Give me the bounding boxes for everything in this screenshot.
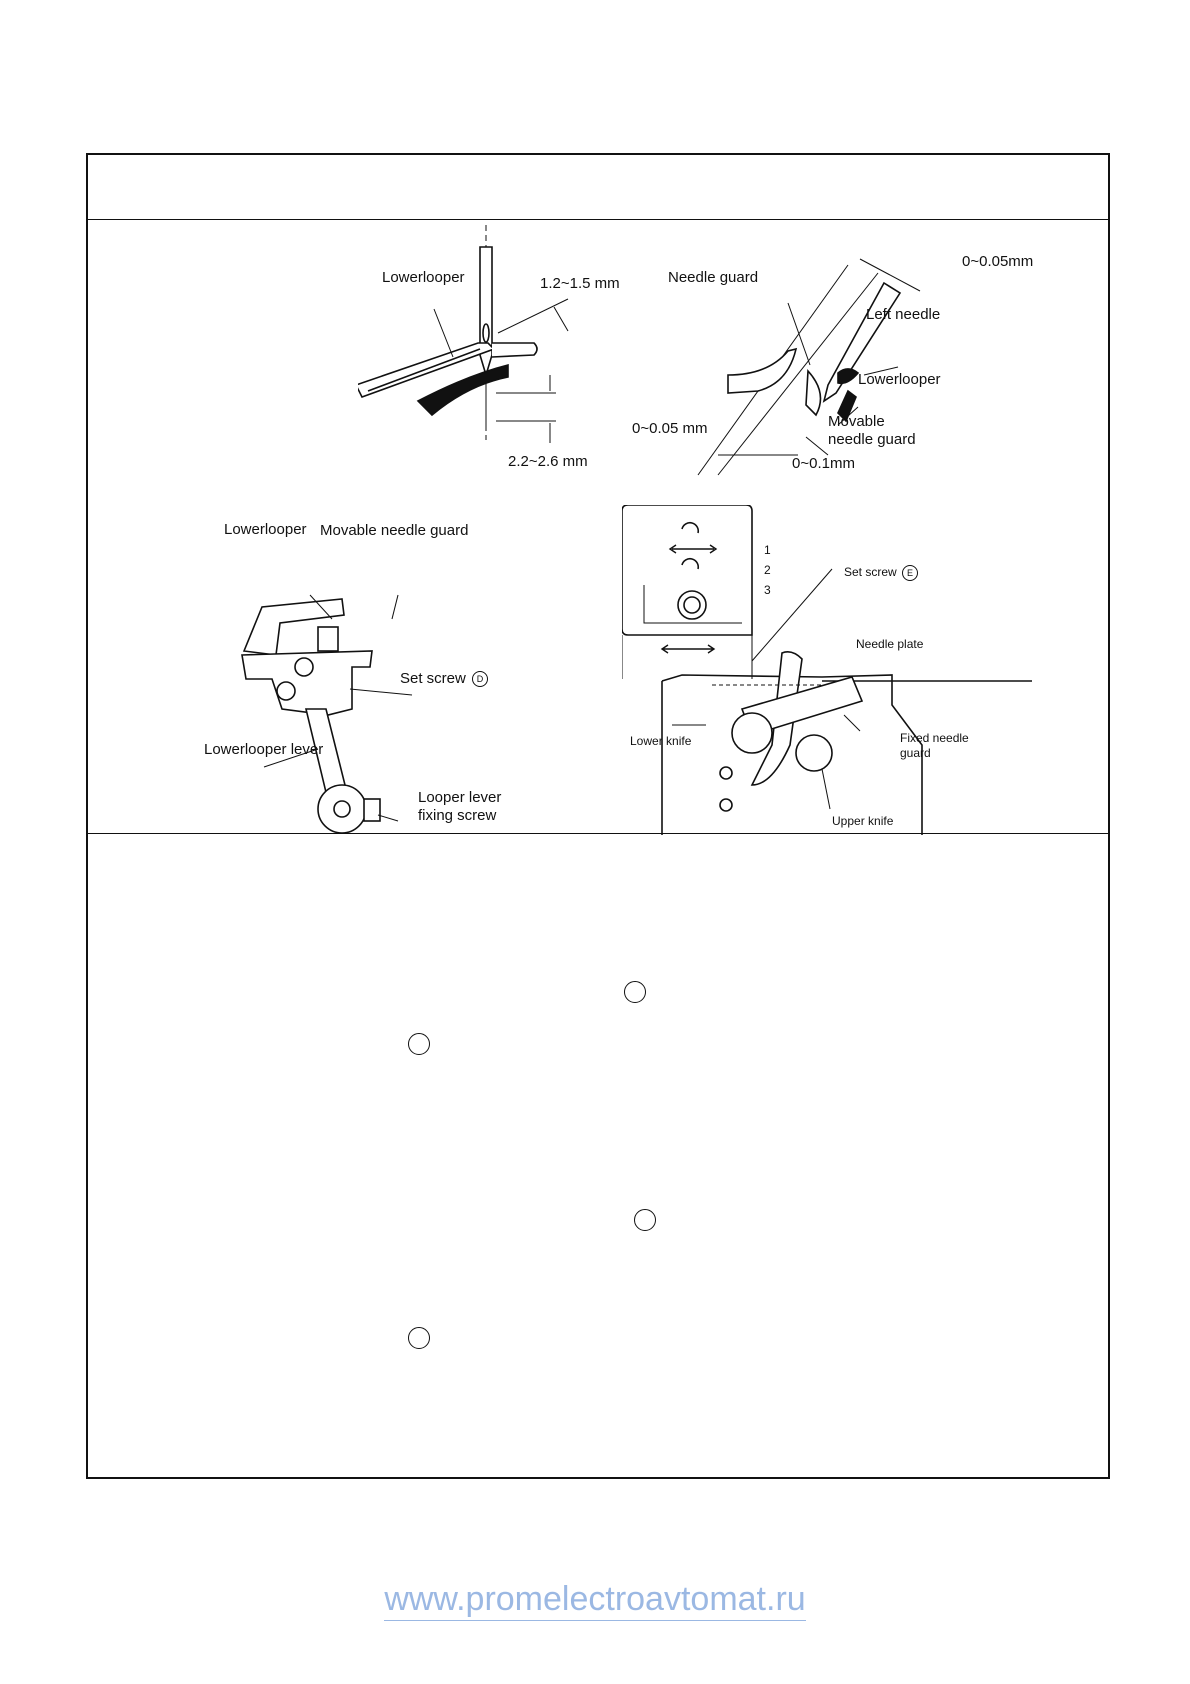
- label-needle-guard: Needle guard: [668, 269, 759, 286]
- figure-looper-lever-drawing: [241, 594, 413, 834]
- label-set-screw-d: Set screw D: [400, 670, 489, 688]
- label-movable-needle-guard-bl: Movable needle guard: [320, 522, 469, 539]
- figure-knife-adjustment-drawing: [622, 505, 1032, 835]
- label-dim-bottom-tl: 2.2~2.6 mm: [508, 453, 588, 470]
- reference-circle-marker: [634, 1209, 656, 1231]
- label-lower-looper-tr: Lowerlooper: [858, 371, 941, 388]
- label-dim-top-tl: 1.2~1.5 mm: [540, 275, 620, 292]
- label-dim-top-tr: 0~0.05mm: [962, 253, 1034, 270]
- figure-looper-needle: [358, 225, 698, 485]
- label-lower-knife: Lower knife: [630, 734, 692, 748]
- label-step-3: 3: [764, 583, 771, 597]
- reference-circle-marker: [408, 1327, 430, 1349]
- label-looper-lever-fixing-screw-1: Looper lever: [418, 789, 502, 806]
- label-set-screw-d-text: Set screw: [400, 670, 466, 687]
- figure-looper-needle-drawing: [358, 225, 569, 443]
- label-looper-lever-fixing-screw-2: fixing screw: [418, 807, 497, 824]
- title-row: [88, 155, 1108, 220]
- set-screw-e-letter: E: [902, 565, 919, 581]
- label-dim-right-tr: 0~0.1mm: [792, 455, 855, 472]
- text-row: [88, 833, 1108, 1477]
- label-fixed-needle-guard-2: guard: [900, 746, 931, 760]
- label-lower-looper-bl: Lowerlooper: [224, 521, 307, 538]
- label-set-screw-e-text: Set screw: [844, 565, 897, 580]
- label-step-1: 1: [764, 543, 771, 557]
- figure-needle-guard: [688, 225, 1068, 485]
- label-needle-plate: Needle plate: [856, 637, 924, 651]
- label-fixed-needle-guard-1: Fixed needle: [900, 731, 969, 745]
- label-dim-left-tr: 0~0.05 mm: [632, 420, 708, 437]
- footer: www.promelectroavtomat.ru: [0, 1580, 1190, 1621]
- label-step-2: 2: [764, 563, 771, 577]
- figure-needle-guard-drawing: [697, 258, 921, 476]
- footer-url[interactable]: www.promelectroavtomat.ru: [384, 1580, 806, 1621]
- label-upper-knife: Upper knife: [832, 814, 894, 828]
- label-lower-looper-lever: Lowerlooper lever: [204, 741, 324, 758]
- label-lower-looper-tl: Lowerlooper: [382, 269, 465, 286]
- label-left-needle: Left needle: [866, 306, 941, 323]
- figure-looper-lever: [222, 559, 462, 839]
- label-movable-needle-guard-2: needle guard: [828, 431, 916, 448]
- set-screw-d-letter: D: [472, 671, 489, 688]
- label-movable-needle-guard-1: Movable: [828, 413, 885, 430]
- reference-circle-marker: [408, 1033, 430, 1055]
- figures-row: Lowerlooper 1.2~1.5 mm 2.2~2.6 mm: [88, 219, 1108, 835]
- document-frame: Lowerlooper 1.2~1.5 mm 2.2~2.6 mm: [86, 153, 1110, 1479]
- figure-knife-adjustment: [622, 505, 1032, 835]
- reference-circle-marker: [624, 981, 646, 1003]
- label-set-screw-e: Set screw E: [844, 565, 919, 581]
